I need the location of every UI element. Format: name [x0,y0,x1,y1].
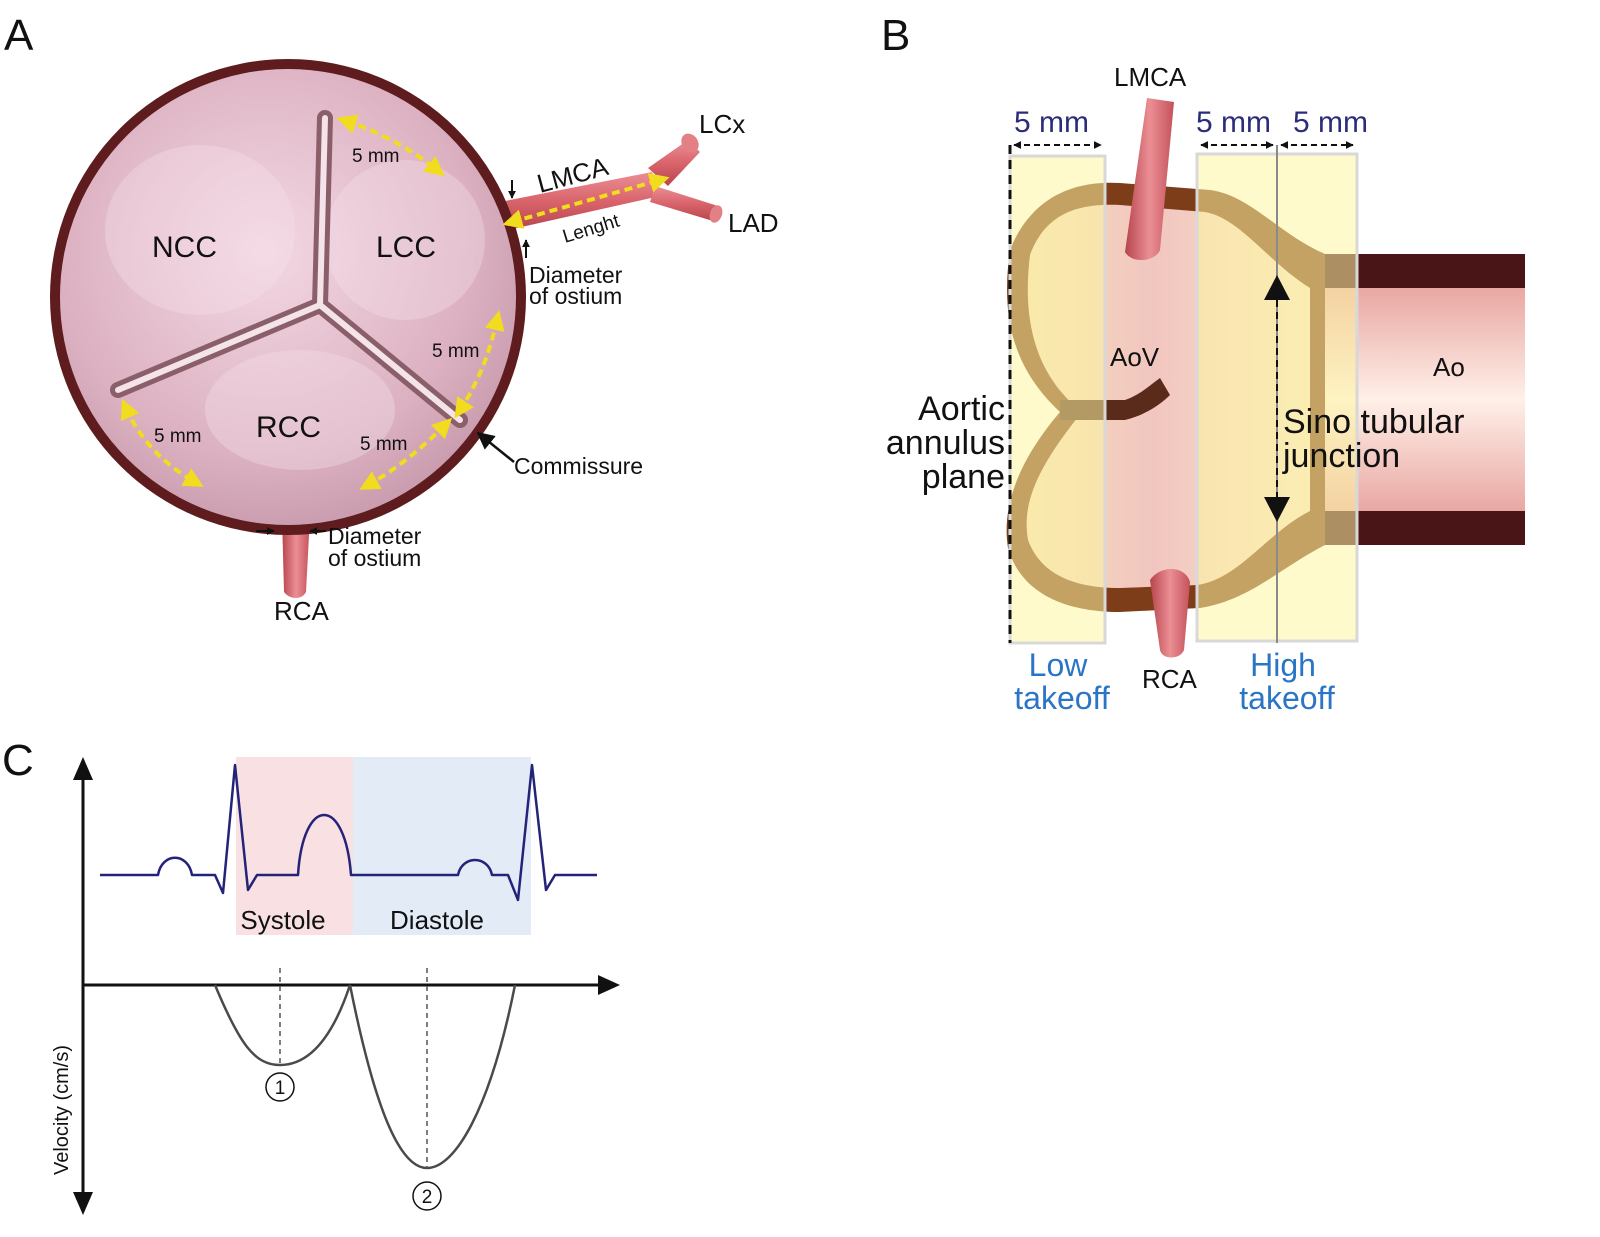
rcc-label: RCC [256,411,321,444]
lmca-vessel-b [1125,98,1174,261]
systole-band [236,757,353,935]
y-axis-label: Velocity (cm/s) [51,1045,73,1175]
stj-arrow-down [1264,497,1290,522]
cusp-shading [105,145,485,470]
rca-vessel-a [282,516,310,598]
distance-label-3: 5 mm [360,434,408,455]
low-takeoff-line2: takeoff [1014,680,1110,716]
high-takeoff-line2: takeoff [1239,680,1335,716]
diastole-label: Diastole [390,905,484,935]
ecg-trace [100,763,597,902]
stj-line1: Sino tubular [1283,403,1464,441]
peak2-label: 2 [422,1187,433,1208]
panel-a: A NCC [4,11,779,626]
lad-label: LAD [728,208,779,238]
commissure-label: Commissure [514,453,643,479]
lcc-label: LCC [376,231,436,264]
low-takeoff-zone [1008,154,1107,645]
stj-line2: junction [1282,437,1400,475]
peak1-marker: 1 [265,1072,295,1102]
diastolic-flow-wave [348,984,517,1170]
stj-arrow-up [1264,275,1290,300]
systole-label: Systole [240,905,325,935]
commissure-ridges [110,110,468,428]
ostium-arrows-top [508,180,530,258]
high-takeoff-line1: High [1250,647,1316,683]
ostium-bottom-line1: Diameter [328,523,422,549]
systolic-flow-wave [213,984,352,1067]
ostium-top-line1: Diameter [529,262,623,288]
lmca-label-b: LMCA [1114,62,1187,92]
panel-b: B [881,11,1525,716]
rca-label-a: RCA [274,596,330,626]
panel-a-letter: A [4,11,34,60]
ncc-label: NCC [152,231,217,264]
diastole-band [353,757,531,935]
peak2-marker: 2 [412,1181,442,1211]
panel-b-letter: B [881,11,910,60]
distance-arrows [120,114,670,490]
commissure-arrow [476,431,515,463]
rca-label-b: RCA [1142,664,1198,694]
panel-c: C Systole Diastole Velocity (cm/s) 1 [2,736,620,1215]
rca-vessel-b [1150,568,1190,658]
distance-label-1: 5 mm [352,146,400,167]
low-takeoff-line1: Low [1029,647,1089,683]
ostium-top-line2: of ostium [529,283,622,309]
peak1-label: 1 [275,1078,286,1099]
distance-label-4: 5 mm [154,426,202,447]
aov-label: AoV [1110,342,1160,372]
ostium-bottom-line2: of ostium [328,545,421,571]
mm-high-label-1: 5 mm [1196,106,1271,139]
annulus-line3: plane [922,458,1005,496]
panel-c-letter: C [2,736,34,785]
ao-label: Ao [1433,352,1465,382]
annulus-line2: annulus [886,424,1005,462]
lcx-label: LCx [699,109,745,139]
annulus-line1: Aortic [918,390,1005,428]
distance-label-2: 5 mm [432,341,480,362]
mm-high-label-2: 5 mm [1293,106,1368,139]
mm-low-label: 5 mm [1014,106,1089,139]
